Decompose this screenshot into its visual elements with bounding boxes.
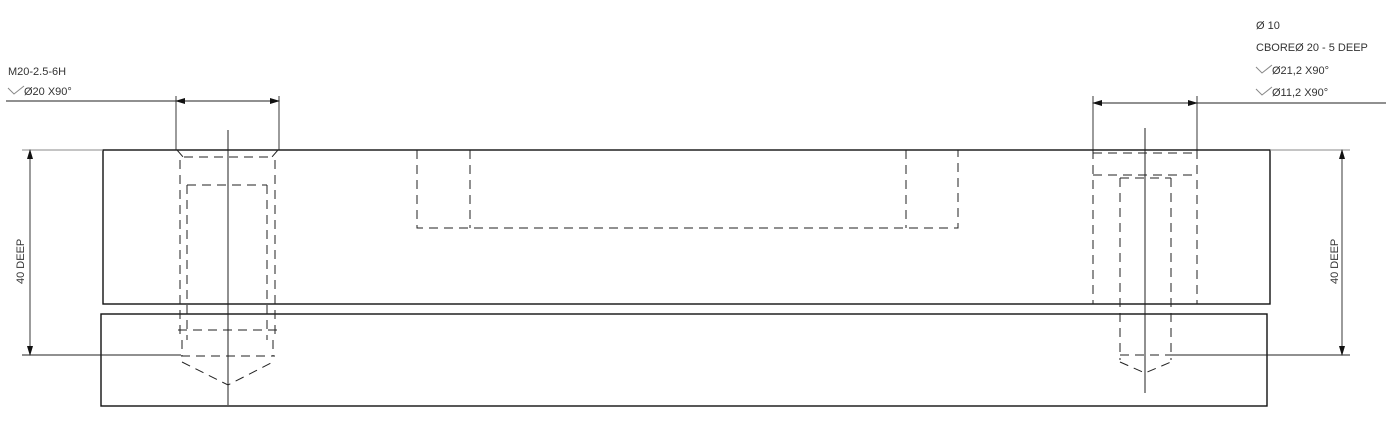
countersink-symbol-icon: [1255, 64, 1273, 74]
bottom-plate: [100, 313, 1268, 407]
left-callout-csink: Ø20 X90°: [24, 86, 72, 98]
right-callout-csink1: Ø21,2 X90°: [1272, 65, 1329, 77]
left-tapped-hole: [176, 130, 279, 405]
left-width-dimension: [6, 96, 280, 150]
left-depth-label: 40 DEEP: [15, 239, 27, 284]
countersink-symbol-icon: [7, 85, 25, 95]
top-plate: [102, 149, 1271, 305]
countersink-symbol-icon: [1255, 86, 1273, 96]
right-depth-dimension: [1171, 149, 1350, 356]
pocket: [416, 150, 959, 229]
left-depth-dimension: [22, 149, 181, 356]
right-cbore-hole: [1092, 128, 1198, 393]
right-width-dimension: [1092, 96, 1386, 150]
right-callout-hole: Ø 10: [1256, 20, 1280, 32]
right-callout-csink2: Ø11,2 X90°: [1272, 87, 1328, 99]
right-depth-label: 40 DEEP: [1329, 239, 1341, 284]
right-callout-cbore: CBOREØ 20 - 5 DEEP: [1256, 42, 1368, 54]
left-callout-thread: M20-2.5-6H: [8, 66, 66, 78]
